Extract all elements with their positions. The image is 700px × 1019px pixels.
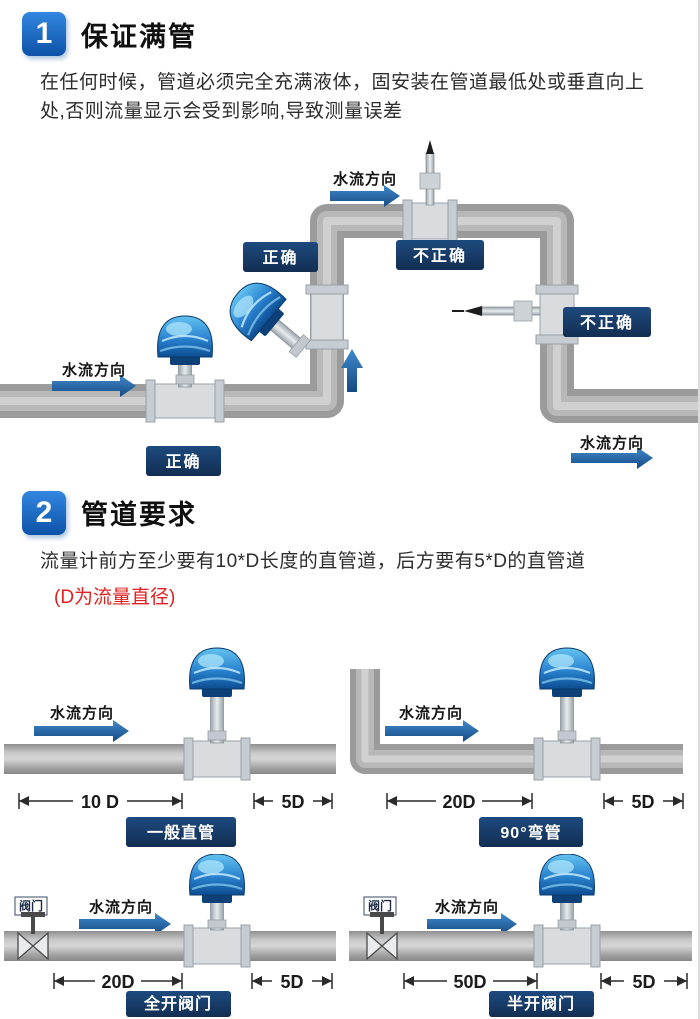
diagram-badge-label: 全开阀门 — [143, 994, 212, 1013]
dimension-front: 20D — [386, 789, 533, 812]
flow-arrow-left-icon — [52, 374, 136, 397]
flow-direction-label-bottom-right: 水流方向 — [580, 434, 644, 452]
dimension-back: 5D — [600, 970, 688, 993]
diagram-straight-pipe: 水流方向 10 D — [4, 647, 336, 848]
flow-arrow-icon — [34, 720, 129, 743]
dim-front-label: 20D — [442, 792, 475, 812]
flow-arrow-top-icon — [330, 184, 400, 207]
incorrect-label-top: 不正确 — [396, 239, 484, 270]
dimension-front: 20D — [53, 970, 183, 993]
diagram-badge-label: 一般直管 — [147, 823, 215, 842]
riser-flanged-section — [305, 284, 349, 350]
valve — [17, 912, 49, 961]
diagram-badge: 半开阀门 — [489, 991, 594, 1018]
dimension-front: 50D — [403, 970, 538, 993]
dim-back-label: 5D — [631, 792, 654, 812]
correct-label-bottom: 正确 — [146, 445, 221, 476]
correct-label-text: 正确 — [165, 452, 201, 471]
flow-direction-label: 水流方向 — [399, 704, 463, 722]
section2-title: 管道要求 — [81, 500, 197, 531]
incorrect-label-text: 不正确 — [413, 246, 467, 265]
flowmeter — [533, 647, 601, 781]
dim-front-label: 10 D — [81, 792, 119, 812]
section1-description: 在任何时候，管道必须完全充满液体，固安装在管道最低处或垂直向上处,否则流量显示会… — [40, 72, 645, 123]
pipe — [4, 744, 336, 775]
diagram-badge-label: 90°弯管 — [500, 823, 561, 842]
correct-label-elbow: 正确 — [243, 241, 318, 272]
flow-arrow-icon — [385, 720, 479, 743]
section2-diagram-grid: 水流方向 10 D — [4, 639, 700, 1018]
diagram-valve-half: 阀门 水流方向 — [349, 854, 692, 1018]
flow-arrow-bottom-right-icon — [571, 446, 653, 469]
pipe — [349, 931, 692, 962]
flow-direction-label-top: 水流方向 — [333, 170, 397, 188]
diagram-90-bend: 水流方向 20D 5D — [350, 647, 684, 848]
dimension-front: 10 D — [18, 789, 183, 812]
flow-direction-label: 水流方向 — [89, 898, 153, 916]
valve-label: 阀门 — [363, 896, 397, 916]
flow-direction-label: 水流方向 — [435, 898, 499, 916]
diagram-valve-open: 阀门 水流方向 — [4, 854, 336, 1018]
flow-direction-label-left: 水流方向 — [62, 361, 126, 379]
dimension-back: 5D — [603, 789, 684, 812]
incorrect-label-right: 不正确 — [563, 306, 651, 337]
correct-label-text: 正确 — [262, 248, 298, 267]
dim-back-label: 5D — [632, 972, 655, 992]
section1-title: 保证满管 — [81, 21, 197, 52]
section2-header: 2 管道要求 — [0, 479, 700, 535]
section1-diagram: 水流方向 水流方向 水流方向 正确 不正确 不正确 正确 — [0, 139, 700, 476]
section2-number-badge: 2 — [22, 490, 66, 535]
probe-sensor-top — [402, 139, 458, 243]
probe-sensor-right — [452, 284, 579, 345]
flowmeter — [183, 854, 251, 968]
flow-up-arrow-icon — [341, 348, 363, 392]
diagram-badge: 一般直管 — [126, 817, 236, 848]
valve-label-text: 阀门 — [368, 898, 392, 913]
flowmeter-elbow — [218, 271, 311, 358]
valve-label-text: 阀门 — [19, 898, 43, 913]
diagram-badge: 90°弯管 — [479, 817, 583, 848]
section2-description: 流量计前方至少要有10*D长度的直管道，后方要有5*D的直管道 — [40, 550, 586, 572]
flowmeter — [533, 854, 601, 968]
dim-back-label: 5D — [281, 792, 304, 812]
pipe — [4, 931, 336, 962]
page-right-border — [698, 0, 700, 1019]
flow-arrow-icon — [79, 913, 171, 936]
diagram-badge: 全开阀门 — [126, 991, 231, 1018]
diagram-badge-label: 半开阀门 — [507, 994, 575, 1013]
section1-number-badge: 1 — [22, 12, 66, 56]
section2-note: (D为流量直径) — [54, 587, 176, 609]
dim-front-label: 20D — [101, 972, 134, 992]
dimension-back: 5D — [253, 789, 333, 812]
dimension-back: 5D — [251, 970, 333, 993]
valve — [366, 912, 398, 961]
dim-back-label: 5D — [280, 972, 303, 992]
incorrect-label-text: 不正确 — [580, 313, 634, 332]
section1-header: 1 保证满管 — [0, 0, 700, 56]
flowmeter — [183, 647, 251, 781]
dim-front-label: 50D — [453, 972, 486, 992]
flow-direction-label: 水流方向 — [50, 704, 114, 722]
flowmeter-horizontal — [145, 314, 225, 423]
flow-arrow-icon — [427, 913, 517, 936]
